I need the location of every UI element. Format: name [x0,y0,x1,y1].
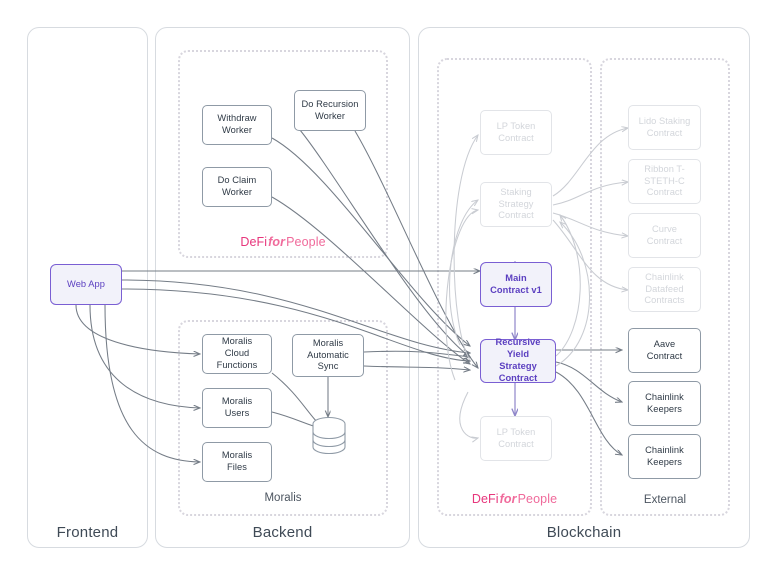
logo-part1: DeFi [471,492,499,506]
node-moralis-database [310,415,348,457]
group-label-dfp-logo: DeFiforPeople [437,492,592,506]
group-label-workers-logo: DeFiforPeople [178,235,388,249]
logo-part2: for [499,492,517,506]
logo-part2: for [268,235,286,249]
group-label-external: External [643,494,687,506]
panel-label-backend: Backend [252,524,313,541]
node-web-app[interactable]: Web App [50,264,122,305]
panel-label-frontend: Frontend [56,524,119,541]
logo-part3: People [286,235,326,249]
logo-part3: People [517,492,558,506]
group-label-moralis: Moralis [264,492,302,504]
database-icon [312,416,346,455]
group-workers [178,50,388,258]
logo-part1: DeFi [240,235,268,249]
node-label: Web App [67,278,105,289]
panel-label-blockchain: Blockchain [546,524,622,541]
